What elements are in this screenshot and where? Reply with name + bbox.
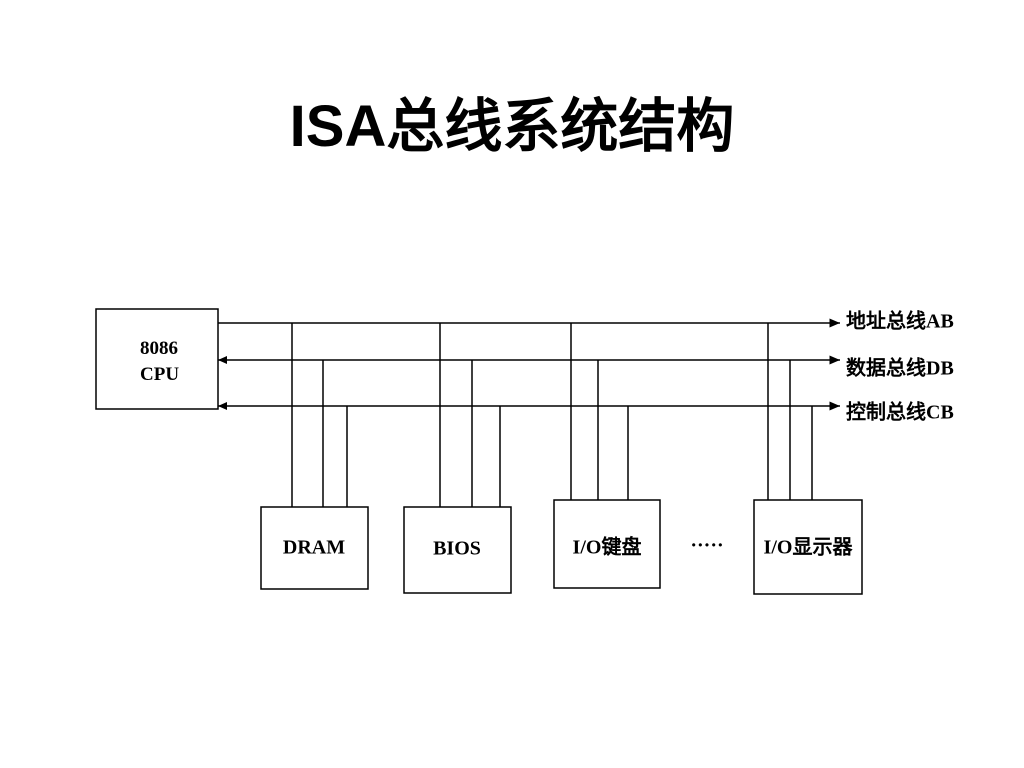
- data-bus-cpu-arrow: [218, 356, 227, 364]
- cpu-label-line1: 8086: [140, 338, 178, 359]
- data-bus-label: 数据总线DB: [846, 356, 954, 380]
- cpu-label-line2: CPU: [140, 364, 179, 385]
- cpu-box: [95, 308, 219, 410]
- dram-label: DRAM: [283, 537, 345, 559]
- address-bus-label: 地址总线AB: [846, 309, 954, 333]
- io-display-connectors: [767, 323, 813, 500]
- io-display-label: I/O显示器: [764, 536, 854, 559]
- bios-box: [403, 506, 512, 594]
- io-keyboard-connectors: [570, 323, 629, 500]
- io-keyboard-label: I/O键盘: [573, 535, 642, 559]
- dram-box: [260, 506, 369, 590]
- io-display-box: [753, 499, 863, 595]
- page-title: ISA总线系统结构: [289, 94, 735, 159]
- bios-label: BIOS: [433, 538, 481, 560]
- dram-connectors: [291, 323, 348, 507]
- control-bus-cpu-arrow: [218, 402, 227, 410]
- control-bus-label: 控制总线CB: [846, 400, 954, 424]
- io-keyboard-box: [553, 499, 661, 589]
- device-ellipsis: ·····: [690, 535, 723, 557]
- bios-connectors: [439, 323, 501, 507]
